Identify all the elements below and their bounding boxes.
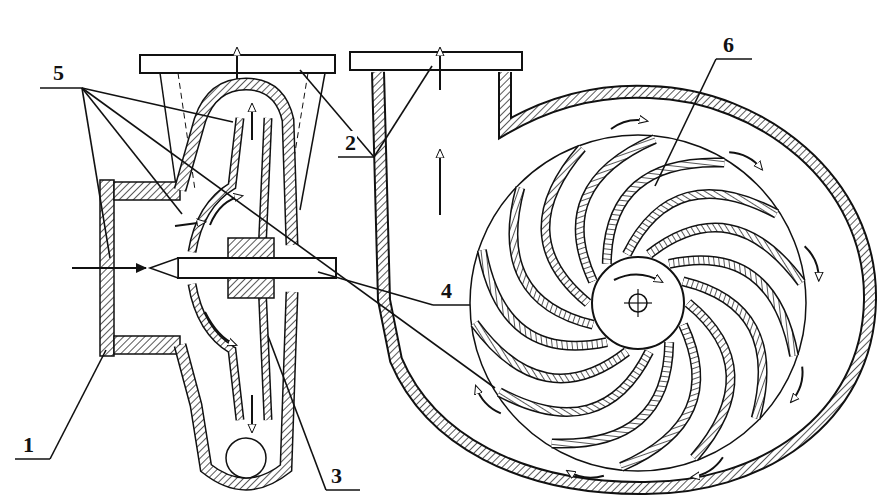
callout-number: 2 (344, 131, 357, 155)
callout-holder: 1 (22, 433, 35, 457)
callout-number: 3 (330, 464, 343, 488)
callout-number: 6 (722, 33, 735, 57)
callout-holder: 5 (52, 61, 65, 85)
callout-number: 5 (52, 61, 65, 85)
callout-holder: 4 (440, 279, 453, 303)
callout-holder: 6 (722, 33, 735, 57)
callout-number: 1 (22, 433, 35, 457)
callout-holder: 3 (330, 464, 343, 488)
callout-number: 4 (440, 279, 453, 303)
callout-holder: 2 (344, 131, 357, 155)
